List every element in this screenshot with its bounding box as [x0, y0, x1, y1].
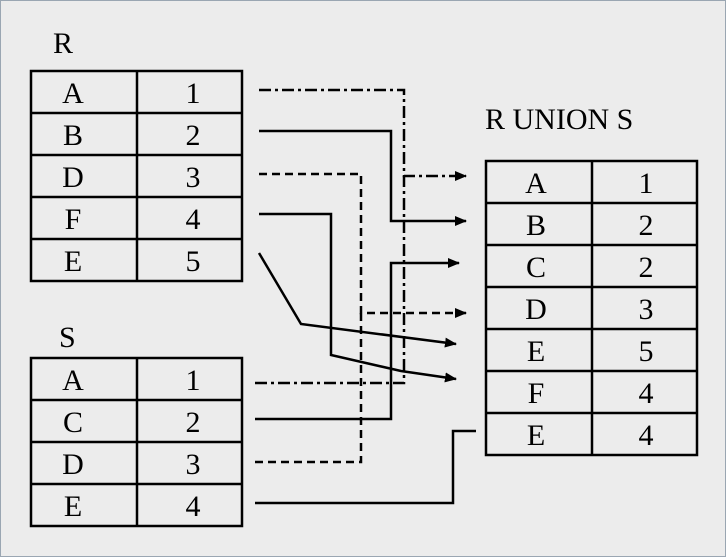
- table-cell-value: 2: [639, 209, 654, 242]
- table-row: E 4: [64, 490, 201, 523]
- table-cell-value: 4: [186, 490, 201, 523]
- table-s-title: S: [59, 321, 76, 354]
- table-row: D 3: [62, 161, 200, 194]
- table-union: A 1 B 2 C 2 D 3 E 5 F 4 E 4: [484, 159, 699, 457]
- table-row: C 2: [63, 406, 201, 439]
- table-row: E 5: [527, 335, 654, 368]
- table-cell-value: 2: [639, 251, 654, 284]
- table-row: B 2: [63, 119, 201, 152]
- table-row: A 1: [525, 167, 653, 200]
- table-cell-key: A: [62, 364, 84, 397]
- connector-r-e-to-union-e: [257, 252, 457, 348]
- table-cell-value: 4: [186, 203, 201, 236]
- table-r: A 1 B 2 D 3 F 4 E 5: [29, 69, 244, 283]
- table-row: F 4: [65, 203, 201, 236]
- table-cell-key: F: [65, 203, 82, 236]
- connector-s-d-to-union-d: [255, 313, 363, 464]
- table-cell-key: E: [64, 490, 82, 523]
- table-cell-key: C: [63, 406, 83, 439]
- table-union-title: R UNION S: [485, 103, 633, 136]
- table-cell-key: A: [62, 77, 84, 110]
- table-cell-key: D: [62, 448, 84, 481]
- table-cell-key: B: [526, 209, 546, 242]
- table-cell-value: 4: [639, 419, 654, 452]
- table-cell-key: F: [528, 377, 545, 410]
- table-cell-value: 3: [639, 293, 654, 326]
- table-cell-key: B: [63, 119, 83, 152]
- table-cell-value: 1: [639, 167, 654, 200]
- table-cell-value: 2: [186, 406, 201, 439]
- connector-s-e-to-union-e: [255, 429, 476, 505]
- table-cell-value: 3: [186, 448, 201, 481]
- table-cell-value: 5: [186, 245, 201, 278]
- table-cell-key: D: [525, 293, 547, 326]
- table-row: A 1: [62, 364, 200, 397]
- table-cell-value: 1: [186, 77, 201, 110]
- table-row: E 4: [527, 419, 654, 452]
- table-cell-value: 5: [639, 335, 654, 368]
- table-cell-value: 4: [639, 377, 654, 410]
- table-row: A 1: [62, 77, 200, 110]
- table-cell-key: E: [64, 245, 82, 278]
- table-cell-key: E: [527, 335, 545, 368]
- connector-r-d-to-union-d: [259, 172, 467, 318]
- table-row: C 2: [526, 251, 654, 284]
- connectors: [255, 88, 476, 505]
- table-cell-key: C: [526, 251, 546, 284]
- connector-s-a-to-union-a: [255, 176, 406, 385]
- connector-s-c-to-union-c: [255, 258, 460, 421]
- table-row: D 3: [525, 293, 653, 326]
- table-row: D 3: [62, 448, 200, 481]
- connector-r-a-to-union-a: [259, 88, 467, 181]
- table-row: B 2: [526, 209, 654, 242]
- table-cell-value: 2: [186, 119, 201, 152]
- table-cell-key: D: [62, 161, 84, 194]
- table-cell-value: 3: [186, 161, 201, 194]
- table-row: F 4: [528, 377, 654, 410]
- connector-r-b-to-union-b: [259, 129, 467, 226]
- table-cell-key: E: [527, 419, 545, 452]
- table-s: A 1 C 2 D 3 E 4: [29, 356, 244, 528]
- table-r-title: R: [53, 27, 73, 60]
- table-cell-key: A: [525, 167, 547, 200]
- table-row: E 5: [64, 245, 201, 278]
- table-cell-value: 1: [186, 364, 201, 397]
- connector-r-f-to-union-f: [259, 212, 457, 383]
